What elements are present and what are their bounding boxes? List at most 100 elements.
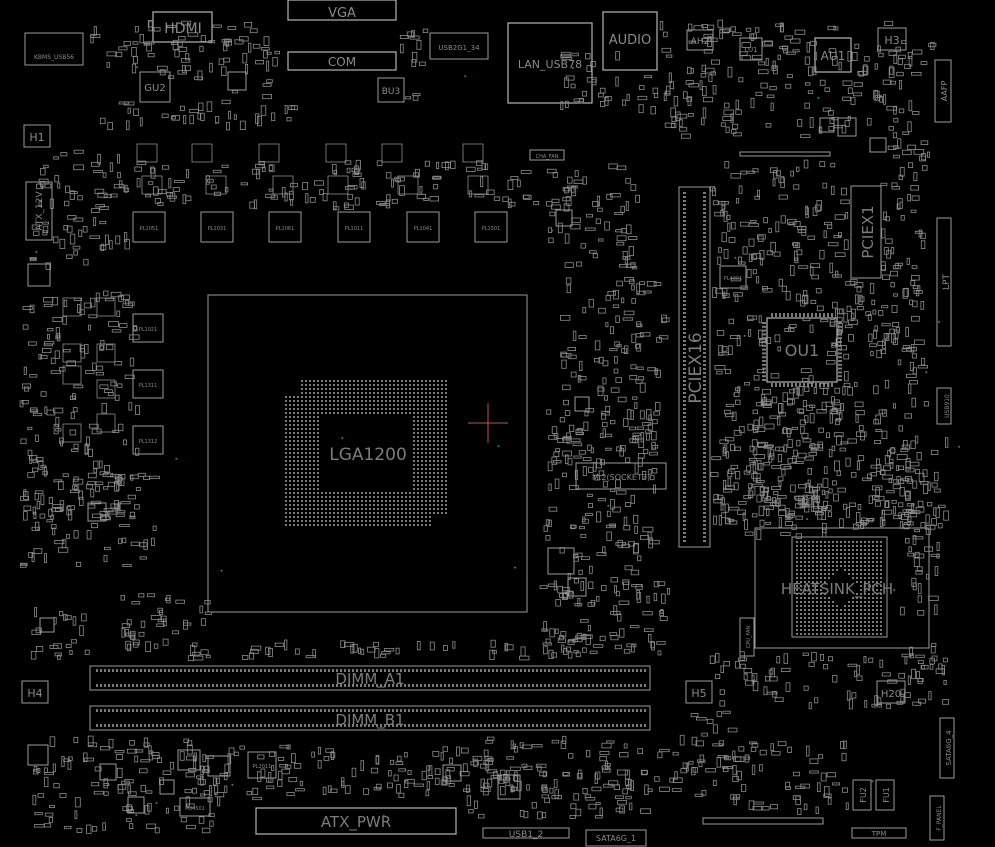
h5-label: H5 bbox=[691, 687, 706, 700]
pl1051-label: PL1051 bbox=[140, 226, 159, 232]
choke-pl1011 bbox=[337, 211, 371, 243]
cpu-socket bbox=[207, 294, 528, 613]
usb910-header bbox=[936, 387, 952, 425]
pl4001-label: PL4001 bbox=[724, 276, 743, 282]
pch-outline bbox=[754, 527, 930, 649]
pl1041-label: PL1041 bbox=[414, 226, 433, 232]
pl2011-chip bbox=[247, 751, 277, 779]
cha-fan-header bbox=[529, 149, 565, 161]
au1-label: AU1 bbox=[821, 49, 846, 63]
usb910-label: USB910 bbox=[944, 394, 951, 418]
vrm-chokes: PL1051 PL1031 PL1061 PL1011 PL1041 PL150… bbox=[132, 211, 508, 455]
au1-chip bbox=[814, 37, 852, 73]
cpu-pin-grid bbox=[285, 380, 447, 526]
tpm-header bbox=[851, 827, 907, 839]
h3-hole bbox=[877, 27, 907, 51]
choke-pl1051 bbox=[132, 211, 166, 243]
m2-label: M.2(SOCKET3) bbox=[592, 473, 650, 482]
h20-label: H20 bbox=[881, 689, 901, 700]
pl1312-label: PL1312 bbox=[139, 439, 158, 445]
dimm-a1-label: DIMM_A1 bbox=[335, 670, 404, 689]
pciex16-pins bbox=[683, 192, 706, 542]
pl4001-chip bbox=[719, 265, 747, 289]
pl1031-label: PL1031 bbox=[208, 226, 227, 232]
vga-label: VGA bbox=[328, 6, 356, 21]
lu1-label: LU1 bbox=[744, 46, 757, 54]
lpt-label: LPT bbox=[942, 274, 952, 290]
fu2-label: FU2 bbox=[859, 787, 868, 803]
lan-label: LAN_USB78 bbox=[518, 58, 582, 71]
heatsink-label: HEATSINK_PCH bbox=[781, 580, 893, 599]
h1-hole bbox=[23, 124, 51, 148]
h4-hole bbox=[21, 680, 49, 704]
choke-pl1031 bbox=[200, 211, 234, 243]
dimm-b1-label: DIMM_B1 bbox=[335, 711, 404, 730]
choke-pl1041 bbox=[406, 211, 440, 243]
cha-fan-label: CHA_FAN bbox=[536, 154, 559, 160]
pciex1-label: PCIEX1 bbox=[859, 205, 877, 258]
audio-label: AUDIO bbox=[609, 33, 652, 48]
choke-pl1312 bbox=[132, 425, 164, 455]
gu2-label: GU2 bbox=[144, 83, 165, 94]
dimm-b1-slot bbox=[89, 705, 651, 731]
lpt-header bbox=[936, 217, 952, 347]
choke-pl1501 bbox=[474, 211, 508, 243]
cpu-fan-header bbox=[739, 617, 755, 657]
small-components bbox=[19, 19, 961, 834]
pciex1-slot bbox=[850, 185, 882, 279]
pciex16-slot bbox=[678, 186, 711, 548]
choke-pl1311 bbox=[132, 369, 164, 399]
pch-ball-grid bbox=[796, 541, 882, 635]
pl2011-label: PL2011 bbox=[253, 764, 272, 770]
fpanel-header bbox=[929, 795, 945, 841]
aafp-header bbox=[934, 59, 952, 123]
h4-label: H4 bbox=[27, 687, 42, 700]
pq4501-chip bbox=[179, 797, 211, 817]
tpm-label: TPM bbox=[871, 830, 887, 838]
bu3-label: BU3 bbox=[382, 87, 401, 97]
hdmi-label: HDMI bbox=[164, 21, 202, 37]
dimm-a1-slot bbox=[89, 665, 651, 691]
atx12v-label: ATX_12V bbox=[35, 191, 45, 231]
kbms-label: KBMS_USB56 bbox=[34, 54, 74, 61]
aafp-label: AAFP bbox=[940, 81, 949, 102]
atx-pwr-connector bbox=[255, 807, 457, 835]
pq4501-label: PQ4501 bbox=[185, 806, 205, 812]
pciex16-label: PCIEX16 bbox=[686, 332, 706, 403]
audio-jack bbox=[602, 11, 658, 71]
usb-connector bbox=[429, 32, 489, 60]
dimm-a1-pins bbox=[96, 669, 646, 687]
sata6g4-connector bbox=[939, 717, 955, 779]
fu1-fuse bbox=[875, 779, 895, 811]
fu2-fuse bbox=[852, 779, 872, 811]
h5-hole bbox=[685, 680, 713, 704]
ou1-chip bbox=[766, 317, 838, 383]
sata6g4-label: SATA6G_4 bbox=[945, 730, 953, 766]
vrm-mosfets bbox=[62, 143, 489, 443]
gu2-chip bbox=[139, 71, 171, 103]
pl1311-label: PL1311 bbox=[139, 383, 158, 389]
fu1-label: FU1 bbox=[882, 787, 891, 803]
sata6g1-connector bbox=[585, 829, 647, 847]
pl1011-label: PL1011 bbox=[345, 226, 364, 232]
cap-left-1 bbox=[27, 263, 51, 287]
pch-chip bbox=[791, 536, 888, 638]
com-header bbox=[287, 51, 397, 71]
pl1021-label: PL1021 bbox=[139, 327, 158, 333]
fpanel-label: F_PANEL bbox=[936, 805, 943, 831]
usb12-label: USB1_2 bbox=[509, 830, 543, 840]
bottom-strip bbox=[702, 817, 824, 825]
atx-pwr-label: ATX_PWR bbox=[321, 813, 391, 832]
m2-socket bbox=[575, 462, 667, 490]
cpu-label: LGA1200 bbox=[329, 445, 407, 465]
h3-label: H3 bbox=[884, 34, 899, 47]
sata6g1-label: SATA6G_1 bbox=[596, 834, 636, 843]
pcie-top-strip bbox=[739, 151, 831, 157]
pl1501-label: PL1501 bbox=[482, 226, 501, 232]
choke-pl1061 bbox=[268, 211, 302, 243]
lan-usb-connector bbox=[507, 22, 593, 104]
h1-label: H1 bbox=[29, 131, 44, 144]
ou1-label: OU1 bbox=[785, 341, 819, 360]
pl1061-label: PL1061 bbox=[276, 226, 295, 232]
